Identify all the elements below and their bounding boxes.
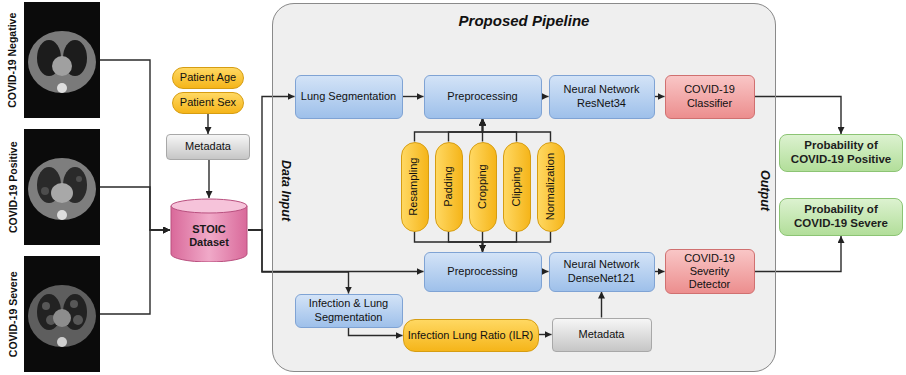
flow-arrow (415, 232, 483, 252)
node-text: Normalization (544, 150, 557, 223)
ct-scan-image: COVID-19 Negative (24, 2, 100, 118)
preprocess-pill: Resampling (401, 142, 429, 232)
preprocess-pill: Padding (435, 142, 463, 232)
ct-scan-negative (24, 2, 100, 118)
node-text: COVID-19 Negative (7, 9, 20, 110)
flow-arrow (100, 60, 170, 230)
detector-box: COVID-19 Severity Detector (665, 249, 755, 295)
flow-arrow (655, 96, 665, 97)
flow-arrow (100, 187, 170, 230)
node-text: COVID-19 Severe (7, 268, 20, 360)
flow-arrow (539, 334, 552, 335)
flow-arrow (755, 97, 842, 135)
node-text: Neural Network DenseNet121 (550, 258, 654, 284)
node-text: Resampling (408, 154, 421, 218)
flow-arrow (248, 230, 424, 272)
node-text: Cropping (476, 161, 489, 212)
flow-arrow (483, 119, 517, 142)
process-box: Neural Network ResNet34 (549, 75, 655, 119)
result-box: Probability of COVID-19 Positive (779, 134, 903, 172)
ct-scan-image: COVID-19 Positive (24, 129, 100, 245)
process-box: Infection & Lung Segmentation (295, 294, 403, 328)
preprocess-pill: Clipping (503, 142, 531, 232)
flow-arrow (755, 236, 842, 272)
preprocess-pill: Cropping (469, 142, 497, 232)
flow-arrow (601, 292, 602, 318)
flow-arrow (415, 119, 483, 142)
node-text: Infection & Lung Segmentation (296, 297, 402, 323)
pipeline-panel: Proposed PipelineLung SegmentationPrepro… (272, 3, 776, 372)
process-box: Preprocessing (424, 252, 542, 292)
flow-arrow (449, 119, 483, 142)
result-box: Probability of COVID-19 Severe (779, 198, 903, 236)
flow-arrow (449, 232, 483, 252)
flow-arrow (483, 119, 551, 142)
input-pill: Patient Sex (172, 92, 244, 114)
node-text: Infection Lung Ratio (ILR) (405, 329, 536, 342)
flow-arrow (207, 114, 208, 134)
node-text: Preprocessing (444, 265, 520, 278)
node-text: Patient Sex (177, 96, 239, 109)
flow-arrow (248, 230, 349, 294)
dataset-cylinder: STOIC Dataset (170, 198, 248, 262)
node-text: Clipping (510, 164, 523, 210)
node-text: Preprocessing (444, 90, 520, 103)
flow-arrow (208, 160, 209, 198)
pipeline-panel-fill (272, 3, 776, 372)
node-text: Proposed Pipeline (456, 12, 593, 30)
preprocess-pill: Normalization (537, 142, 565, 232)
flow-arrow (655, 271, 665, 272)
node-text: Lung Segmentation (298, 90, 399, 103)
flow-arrow (100, 230, 170, 314)
node-text: COVID-19 Severity Detector (666, 252, 754, 292)
node-text: Probability of COVID-19 Positive (780, 139, 902, 167)
ct-scan-image: COVID-19 Severe (24, 256, 100, 372)
node-text: COVID-19 Classifier (666, 83, 754, 109)
node-text: Probability of COVID-19 Severe (780, 203, 902, 231)
input-pill: Infection Lung Ratio (ILR) (403, 319, 539, 351)
node-text: Patient Age (177, 71, 239, 84)
flow-arrow (542, 96, 549, 97)
side-label: Output (757, 167, 772, 214)
node-text: Metadata (576, 328, 628, 341)
process-box: Lung Segmentation (295, 75, 403, 119)
node-text: STOIC Dataset (175, 223, 243, 249)
node-text: Padding (442, 163, 455, 209)
process-box: Neural Network DenseNet121 (549, 252, 655, 292)
flow-arrow (542, 271, 549, 272)
flow-arrow (483, 232, 551, 252)
flow-arrow (349, 328, 403, 336)
input-pill: Patient Age (172, 67, 244, 89)
node-text: Metadata (182, 140, 234, 153)
flow-arrow (403, 96, 424, 97)
side-label: Data Input (279, 156, 294, 223)
metadata-box: Metadata (552, 318, 652, 352)
detector-box: COVID-19 Classifier (665, 75, 755, 119)
metadata-box: Metadata (166, 134, 250, 160)
ct-scan-severe (24, 256, 100, 372)
ct-scan-positive (24, 129, 100, 245)
node-text: Neural Network ResNet34 (550, 83, 654, 109)
node-text: COVID-19 Positive (7, 138, 20, 236)
process-box: Preprocessing (424, 75, 542, 119)
